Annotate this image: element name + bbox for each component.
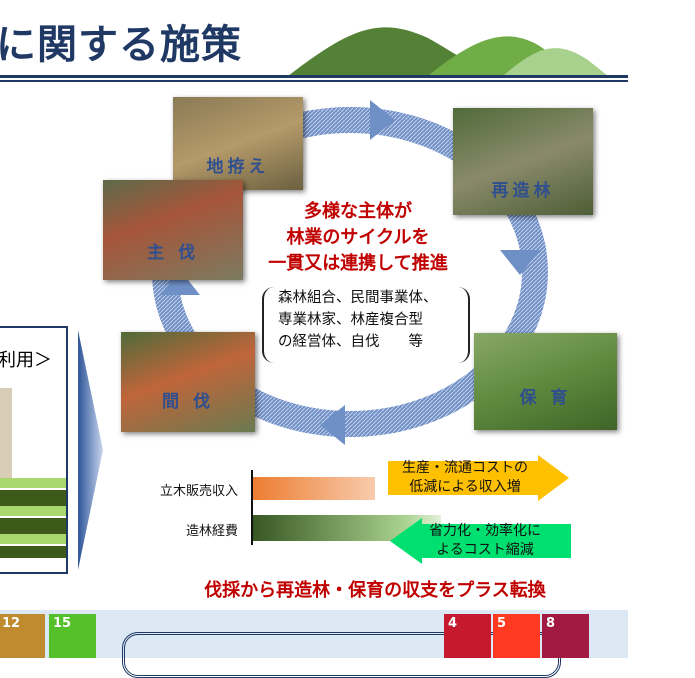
cost-label: 造林経費	[185, 524, 238, 539]
photo-label: 地拵え	[206, 157, 270, 177]
photo-replanting: 再造林	[453, 108, 593, 215]
photo-label: 再造林	[491, 181, 555, 201]
photo-thinning: 間 伐	[121, 332, 255, 432]
building-icon	[0, 388, 12, 498]
photo-final-harvest: 主 伐	[103, 180, 243, 280]
sdg-12-icon: 12	[0, 614, 45, 658]
photo-label: 間 伐	[162, 392, 214, 412]
actors-line: の経営体、自伐 等	[278, 334, 423, 350]
cost-arrow-text: 省力化・効率化によるコスト縮減	[429, 523, 541, 558]
cost-arrow	[390, 518, 571, 564]
income-bar	[253, 477, 375, 500]
page-title: に関する施策	[0, 22, 242, 68]
sdg-5-icon: 5	[493, 614, 540, 658]
mountains-icon	[288, 27, 608, 76]
forest-icon	[0, 478, 66, 558]
sdg-8-icon: 8	[542, 614, 589, 658]
header-rule	[0, 80, 628, 82]
axis-line	[251, 470, 253, 545]
income-label: 立木販売収入	[159, 484, 238, 499]
center-line: 林業のサイクルを	[286, 227, 430, 248]
sdg-15-icon: 15	[49, 614, 96, 658]
left-panel-label: 利用＞	[0, 350, 52, 371]
photo-site-prep: 地拵え	[173, 97, 303, 190]
left-panel: 利用＞	[0, 326, 68, 574]
actors-line: 森林組合、民間事業体、	[278, 290, 438, 306]
conclusion-text: 伐採から再造林・保育の収支をプラス転換	[204, 580, 546, 601]
photo-label: 保 育	[519, 388, 572, 408]
photo-tending: 保 育	[474, 333, 617, 430]
center-line: 多様な主体が	[304, 201, 412, 222]
income-arrow	[388, 455, 569, 501]
actors-line: 専業林家、林産複合型	[278, 312, 423, 328]
photo-label: 主 伐	[147, 243, 199, 263]
header-rule	[0, 75, 628, 78]
income-arrow-text: 生産・流通コストの低減による収入増	[402, 460, 528, 495]
right-arrow-icon	[78, 330, 103, 570]
actors-bracket: 森林組合、民間事業体、 専業林家、林産複合型 の経営体、自伐 等	[262, 287, 470, 363]
sdg-4-icon: 4	[444, 614, 491, 658]
center-line: 一貫又は連携して推進	[268, 253, 448, 274]
